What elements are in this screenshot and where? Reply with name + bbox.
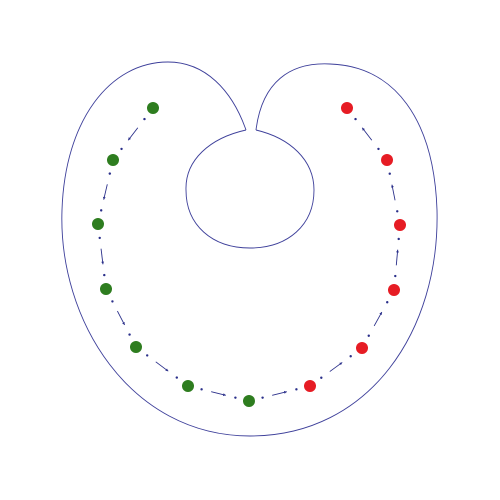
track-arrow-head <box>283 390 287 394</box>
track-dot <box>146 354 149 357</box>
track-dot <box>120 147 123 151</box>
track-dot <box>367 334 370 337</box>
track-dot <box>397 237 400 241</box>
track-arrow-head <box>396 249 399 253</box>
track-arrow-head <box>339 362 343 366</box>
track-dot <box>386 301 389 304</box>
track-dot <box>128 333 131 336</box>
track-dot <box>234 396 237 399</box>
green-piece[interactable] <box>147 102 159 114</box>
red-piece[interactable] <box>388 284 400 296</box>
track-dot <box>103 273 106 277</box>
track-arrow-head <box>362 127 365 131</box>
pieces-layer <box>92 102 406 407</box>
track-dot <box>388 172 391 175</box>
track-dot <box>320 376 323 379</box>
red-piece[interactable] <box>304 380 316 392</box>
green-piece[interactable] <box>182 380 194 392</box>
green-piece[interactable] <box>243 395 255 407</box>
track-dot <box>394 274 397 278</box>
green-piece[interactable] <box>100 283 112 295</box>
track-dot <box>200 388 203 391</box>
track-arrow-head <box>391 184 394 188</box>
track-arrow-line <box>391 184 396 201</box>
move-track <box>98 117 400 399</box>
track-arrow-head <box>379 312 382 316</box>
track-arrow-head <box>165 368 169 372</box>
track-arrow-head <box>102 196 106 200</box>
red-piece[interactable] <box>394 219 406 231</box>
track-dot <box>349 355 352 358</box>
track-dot <box>295 388 298 391</box>
track-dot <box>143 117 146 121</box>
track-dot <box>354 117 357 121</box>
track-arrow-head <box>101 261 105 265</box>
red-piece[interactable] <box>341 102 353 114</box>
track-dot <box>377 147 380 151</box>
green-piece[interactable] <box>92 218 104 230</box>
track-arrow-head <box>222 393 226 397</box>
track-dot <box>99 209 103 212</box>
track-dot <box>108 172 112 175</box>
track-arrow-head <box>122 321 125 325</box>
track-arrow-line <box>373 311 383 327</box>
track-dot <box>175 376 178 379</box>
red-piece[interactable] <box>356 342 368 354</box>
track-dot <box>261 396 264 399</box>
track-dot <box>111 300 114 303</box>
track-dot <box>396 210 399 213</box>
green-piece[interactable] <box>130 341 142 353</box>
board-outline <box>61 61 438 437</box>
red-piece[interactable] <box>381 154 393 166</box>
track-arrow-head <box>128 137 131 141</box>
green-piece[interactable] <box>107 154 119 166</box>
track-dot <box>98 236 101 240</box>
board-hole <box>185 129 315 249</box>
